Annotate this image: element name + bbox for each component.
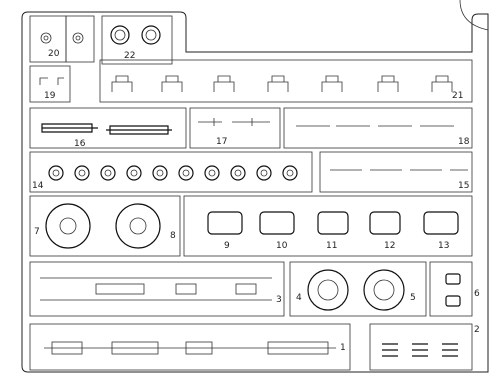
track-links (382, 343, 458, 357)
cell-21 (99, 59, 473, 103)
part-number-16: 16 (74, 139, 86, 149)
sprue-frame (21, 11, 489, 373)
hull-block (317, 211, 349, 235)
cell-7 (29, 195, 181, 257)
sprocket-icon (45, 203, 91, 249)
part-number-5: 5 (410, 293, 416, 303)
part-number-4: 4 (296, 293, 302, 303)
part-number-3: 3 (276, 295, 282, 305)
part-number-20: 20 (48, 49, 60, 59)
hull-block (207, 211, 243, 235)
part-number-2: 2 (474, 325, 480, 335)
part-number-7: 7 (34, 227, 40, 237)
part-number-10: 10 (276, 241, 288, 251)
part-number-17: 17 (216, 137, 227, 147)
corner-arc (459, 0, 489, 31)
part-number-22: 22 (124, 51, 135, 61)
part-number-15: 15 (458, 181, 469, 191)
cell-6 (429, 261, 473, 317)
cell-20b (65, 15, 95, 63)
pin-icon (40, 32, 52, 44)
barrel-part (106, 125, 172, 135)
part-number-1: 1 (340, 343, 346, 353)
cell-16 (29, 107, 187, 149)
part-number-6: 6 (474, 289, 480, 299)
ring-icon (141, 25, 161, 45)
hull-block (369, 211, 401, 235)
barrel-part (41, 123, 98, 133)
cell-15 (319, 151, 473, 193)
sprocket-icon (115, 203, 161, 249)
cell-14 (29, 151, 313, 193)
hull-block (259, 211, 295, 235)
ring-icon (110, 25, 130, 45)
part-number-11: 11 (326, 241, 337, 251)
cell-17 (189, 107, 281, 149)
cell-22 (101, 15, 173, 65)
part-number-13: 13 (438, 241, 449, 251)
hull-block (423, 211, 459, 235)
pin-icon (72, 32, 84, 44)
cell-19 (29, 65, 71, 103)
part-number-9: 9 (224, 241, 230, 251)
part-number-14: 14 (32, 181, 44, 191)
cell-2 (369, 323, 473, 371)
bracket-row (111, 75, 453, 92)
part-number-19: 19 (44, 91, 56, 101)
part-number-21: 21 (452, 91, 463, 101)
cell-1 (29, 323, 351, 371)
part-number-8: 8 (170, 231, 176, 241)
cell-9-13 (183, 195, 473, 257)
cell-3 (29, 261, 285, 317)
wheel-icon (363, 269, 405, 311)
part-number-12: 12 (384, 241, 395, 251)
wheel-icon (307, 269, 349, 311)
cell-4-5 (289, 261, 427, 317)
gear-row (48, 165, 298, 181)
part-number-18: 18 (458, 137, 470, 147)
cell-18 (283, 107, 473, 149)
